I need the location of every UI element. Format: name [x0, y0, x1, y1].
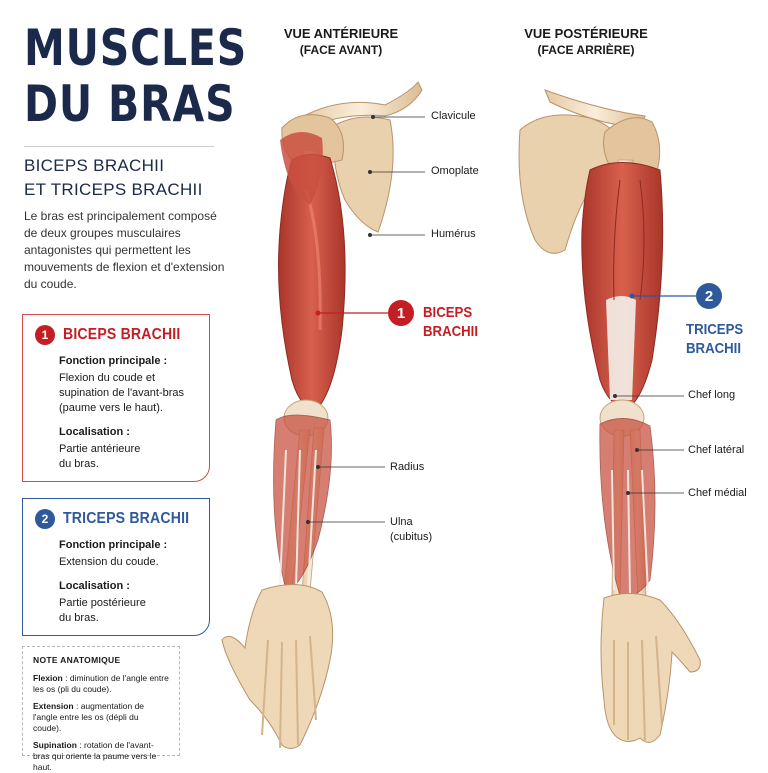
- triceps-card-body: Fonction principale : Extension du coude…: [35, 538, 199, 626]
- page-title: MUSCLES DU BRAS: [24, 20, 247, 132]
- label-ulna: Ulna (cubitus): [390, 516, 433, 543]
- label-radius: Radius: [390, 461, 425, 473]
- label-clavicule: Clavicule: [431, 110, 476, 122]
- page-subtitle: BICEPS BRACHII ET TRICEPS BRACHII: [24, 154, 203, 202]
- biceps-location-label: Localisation :: [59, 426, 130, 438]
- biceps-function-label: Fonction principale :: [59, 355, 168, 367]
- anterior-clavicle: [299, 81, 423, 129]
- title-divider: [24, 146, 214, 147]
- label-omoplate: Omoplate: [431, 165, 479, 177]
- subtitle-line-2: ET TRICEPS BRACHII: [24, 180, 203, 199]
- anterior-view-subheading: (FACE AVANT): [299, 43, 383, 57]
- biceps-card: 1 BICEPS BRACHII Fonction principale : F…: [22, 314, 210, 482]
- note-term: Flexion: [33, 673, 63, 683]
- note-text: : augmentation de l'angle entre les os (…: [33, 701, 145, 733]
- biceps-marker: 1: [388, 300, 414, 326]
- note-text: : diminution de l'angle entre les os (pl…: [33, 673, 169, 694]
- leader-dots: [306, 115, 639, 524]
- triceps-tendon: [606, 296, 636, 400]
- chef-lateral-dot: [635, 448, 639, 452]
- note-item-flexion: Flexion : diminution de l'angle entre le…: [33, 673, 169, 695]
- anterior-view-title: VUE ANTÉRIEURE (FACE AVANT): [263, 25, 419, 59]
- triceps-marker: 2: [696, 283, 722, 309]
- anterior-deltoid: [280, 131, 323, 205]
- biceps-dot: [315, 310, 321, 316]
- biceps-location-text: Partie antérieure du bras.: [59, 443, 141, 470]
- triceps-number-badge: 2: [35, 509, 55, 529]
- biceps-card-header: 1 BICEPS BRACHII: [35, 325, 199, 345]
- clavicule-dot: [371, 115, 375, 119]
- triceps-head-lines: [613, 179, 645, 301]
- chef-medial-dot: [626, 491, 630, 495]
- note-title: NOTE ANATOMIQUE: [33, 655, 121, 665]
- biceps-card-title: BICEPS BRACHII: [63, 326, 181, 343]
- omoplate-dot: [368, 170, 372, 174]
- posterior-tendons: [611, 469, 649, 596]
- label-chef-medial: Chef médial: [688, 487, 747, 499]
- humerus-dot: [368, 233, 372, 237]
- triceps-function-text: Extension du coude.: [59, 556, 159, 568]
- ulna-dot: [306, 520, 310, 524]
- biceps-number-badge: 1: [35, 325, 55, 345]
- anterior-tendons: [279, 449, 317, 589]
- biceps-card-body: Fonction principale : Flexion du coude e…: [35, 354, 199, 472]
- label-humerus: Humérus: [431, 228, 476, 240]
- biceps-function-text: Flexion du coude et supination de l'avan…: [59, 372, 185, 414]
- posterior-shoulder: [603, 117, 661, 176]
- anatomy-note: NOTE ANATOMIQUE Flexion : diminution de …: [22, 646, 180, 772]
- triceps-card-header: 2 TRICEPS BRACHII: [35, 509, 199, 529]
- triceps-location-text: Partie postérieure du bras.: [59, 597, 146, 624]
- title-line-2: DU BRAS: [24, 75, 236, 133]
- note-term: Extension: [33, 701, 74, 711]
- triceps-dot: [629, 293, 635, 299]
- triceps-card-title: TRICEPS BRACHII: [63, 510, 190, 527]
- note-item-extension: Extension : augmentation de l'angle entr…: [33, 701, 169, 734]
- posterior-hand: [600, 593, 701, 743]
- subtitle-line-1: BICEPS BRACHII: [24, 156, 165, 175]
- posterior-arm: [518, 89, 701, 743]
- anterior-hand: [221, 584, 334, 749]
- anterior-scapula: [333, 116, 394, 233]
- posterior-view-title: VUE POSTÉRIEURE (FACE ARRIÈRE): [506, 25, 666, 59]
- triceps-card: 2 TRICEPS BRACHII Fonction principale : …: [22, 498, 210, 636]
- intro-paragraph: Le bras est principalement composé de de…: [24, 209, 225, 291]
- title-line-1: MUSCLES: [24, 19, 248, 77]
- posterior-scapula: [518, 114, 622, 254]
- anterior-view-heading: VUE ANTÉRIEURE: [283, 26, 399, 41]
- anterior-arm: [221, 81, 423, 749]
- label-chef-long: Chef long: [688, 389, 736, 401]
- note-term: Supination: [33, 740, 77, 750]
- triceps-function-label: Fonction principale :: [59, 539, 168, 551]
- radius-dot: [316, 465, 320, 469]
- label-triceps: TRICEPS BRACHII: [686, 321, 744, 357]
- chef-long-dot: [613, 394, 617, 398]
- label-chef-lateral: Chef latéral: [688, 444, 745, 456]
- posterior-view-heading: VUE POSTÉRIEURE: [524, 26, 648, 41]
- note-text: : rotation de l'avant-bras qui oriente l…: [33, 740, 157, 772]
- label-biceps: BICEPS BRACHII: [423, 304, 478, 340]
- anterior-forearm-muscles: [273, 414, 332, 591]
- note-item-supination: Supination : rotation de l'avant-bras qu…: [33, 740, 169, 773]
- posterior-finger-bones: [613, 635, 663, 743]
- anterior-finger-bones: [261, 635, 317, 749]
- leader-lines: [308, 116, 684, 523]
- triceps-location-label: Localisation :: [59, 580, 130, 592]
- posterior-view-subheading: (FACE ARRIÈRE): [537, 43, 635, 57]
